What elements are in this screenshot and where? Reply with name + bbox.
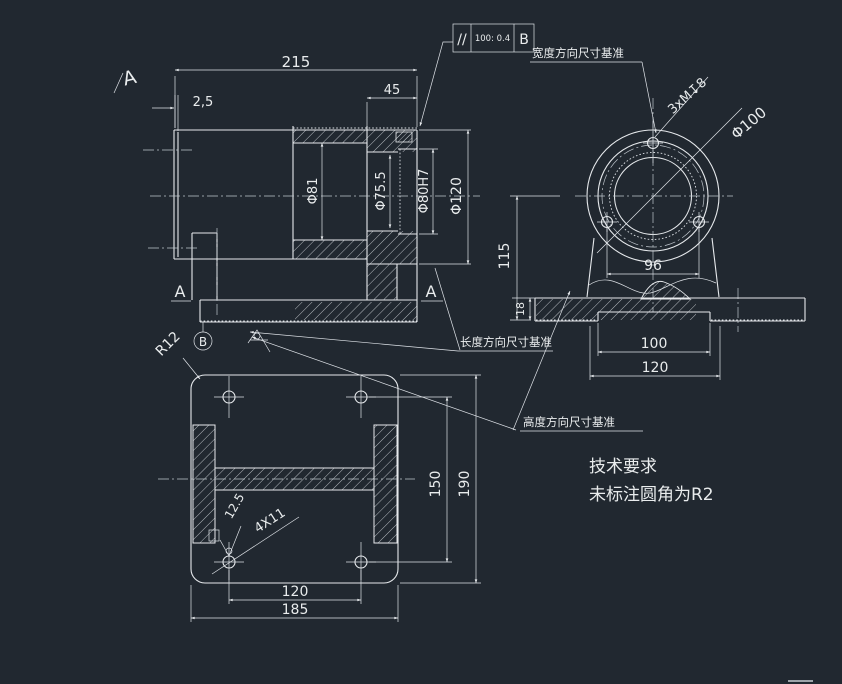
section-hatching — [293, 130, 417, 320]
svg-text:100: 100 — [641, 336, 668, 352]
svg-text:96: 96 — [644, 258, 662, 274]
dim-2-5-text: 2,5 — [193, 95, 214, 110]
svg-text:120: 120 — [642, 360, 669, 376]
svg-text:高度方向尺寸基准: 高度方向尺寸基准 — [523, 415, 615, 429]
dim-120-plan: 120 — [228, 570, 362, 604]
svg-text:150: 150 — [428, 471, 444, 498]
section-view: 215 45 2,5 Φ81 Φ75.5 Φ80H7 — [113, 53, 480, 353]
svg-text:A: A — [426, 282, 437, 301]
tech-requirements: 技术要求 未标注圆角为R2 — [589, 457, 714, 505]
dim-2-5: 2,5 — [152, 95, 213, 131]
tech-line1: 未标注圆角为R2 — [589, 485, 714, 505]
dim-215-text: 215 — [282, 53, 311, 71]
svg-text:长度方向尺寸基准: 长度方向尺寸基准 — [460, 335, 552, 349]
section-arrow-letter: A — [121, 66, 139, 90]
dim-100: 100 — [597, 323, 711, 356]
width-datum-label: 宽度方向尺寸基准 — [530, 46, 657, 134]
corner-radius-label: R12 — [153, 329, 201, 380]
bolt-circle-dim: Φ100 — [596, 103, 771, 254]
svg-text:宽度方向尺寸基准: 宽度方向尺寸基准 — [532, 46, 624, 60]
section-arrow-A: A — [113, 66, 139, 94]
dim-od-text: Φ120 — [449, 177, 465, 215]
dim-45: 45 — [366, 83, 418, 127]
svg-text:185: 185 — [282, 602, 309, 618]
thread-note: 3xM↧8 — [654, 75, 710, 138]
roughness-note: 12.5 — [219, 491, 247, 557]
dim-bore2: Φ75.5 — [374, 154, 392, 229]
dim-bore3: Φ80H7 — [417, 148, 438, 235]
tolerance-datum: B — [519, 32, 529, 48]
length-datum-label: 长度方向尺寸基准 — [249, 267, 553, 352]
height-datum-label: 高度方向尺寸基准 — [251, 290, 643, 432]
svg-text:18: 18 — [514, 302, 527, 316]
dim-bore2-text: Φ75.5 — [374, 171, 389, 210]
svg-text:12.5: 12.5 — [222, 491, 247, 521]
dim-od: Φ120 — [419, 129, 471, 265]
plan-hatching — [192, 424, 398, 544]
svg-text:R12: R12 — [153, 329, 184, 360]
dim-185: 185 — [190, 585, 399, 622]
dim-bore1: Φ81 — [306, 142, 324, 241]
bolt-circle-text: Φ100 — [728, 103, 771, 143]
rough-attach-box — [208, 529, 220, 542]
front-base-outline — [534, 297, 806, 322]
base-hatch — [536, 299, 696, 320]
dim-120-front: 120 — [589, 326, 721, 380]
front-legs — [586, 237, 720, 298]
datum-B-text: B — [199, 335, 207, 349]
dim-bore3-text: Φ80H7 — [417, 169, 432, 214]
thread-lines — [200, 127, 417, 322]
dim-115: 115 — [497, 195, 560, 321]
dim-150: 150 — [369, 396, 452, 563]
dim-96: 96 — [606, 228, 700, 278]
thread-note-text: 3xM↧8 — [665, 75, 709, 117]
svg-text:120: 120 — [282, 584, 309, 600]
dim-45-text: 45 — [384, 83, 401, 98]
tech-title: 技术要求 — [589, 457, 657, 477]
rib-section — [640, 280, 692, 300]
section-outline — [173, 126, 418, 323]
dim-215: 215 — [174, 53, 418, 128]
tolerance-symbol: // — [457, 32, 467, 48]
tolerance-frame: // 100: 0.4 B — [419, 23, 535, 127]
plan-view: 150 190 120 185 R12 4X11 — [153, 329, 481, 622]
dim-18: 18 — [512, 297, 537, 321]
section-label-right: A — [421, 282, 443, 302]
svg-text:190: 190 — [457, 471, 473, 498]
svg-text:A: A — [175, 282, 186, 301]
dim-bore1-text: Φ81 — [306, 178, 321, 205]
svg-text:4X11: 4X11 — [252, 506, 288, 537]
svg-text:115: 115 — [497, 243, 513, 270]
datum-circle-B: B — [193, 322, 213, 351]
dim-190: 190 — [400, 374, 481, 584]
section-centerlines — [143, 149, 480, 318]
tolerance-value: 100: 0.4 — [475, 34, 510, 44]
section-label-left: A — [171, 282, 191, 302]
